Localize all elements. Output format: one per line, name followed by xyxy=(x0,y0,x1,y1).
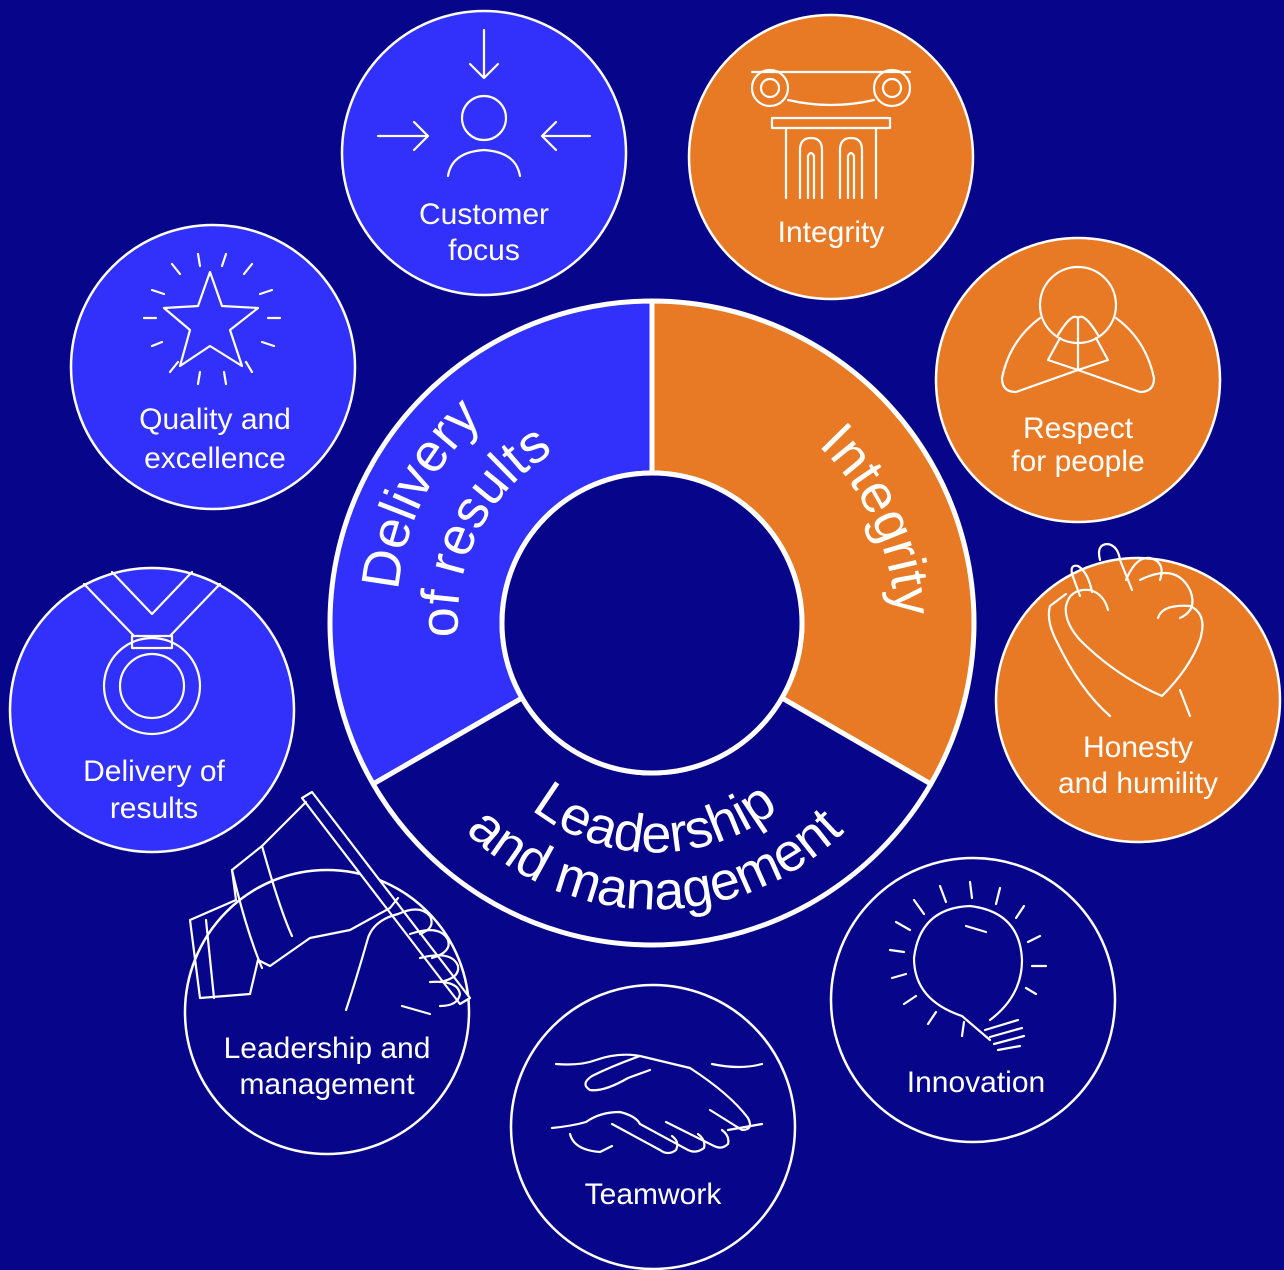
value-circle xyxy=(687,13,975,301)
hand-heart-icon xyxy=(1047,542,1204,718)
value-label-line-2: excellence xyxy=(144,442,286,475)
column-icon xyxy=(750,68,912,200)
value-customer-focus: Customer focus xyxy=(340,9,628,297)
value-leadership-and-management: Leadership and management xyxy=(183,790,472,1156)
value-label-line-1: Quality and xyxy=(139,403,291,436)
value-label-line-1: Respect xyxy=(1023,412,1134,445)
value-circle xyxy=(934,236,1222,524)
value-teamwork: Teamwork xyxy=(509,983,797,1270)
value-label-line-1: Leadership and xyxy=(224,1032,431,1065)
value-quality-and-excellence: Quality and excellence xyxy=(69,223,357,511)
value-circle xyxy=(829,856,1117,1144)
person-arrows-icon xyxy=(376,28,592,178)
shining-star-icon xyxy=(142,252,282,386)
value-circle xyxy=(69,223,357,511)
value-label-line-1: Integrity xyxy=(778,216,885,249)
value-innovation: Innovation xyxy=(829,856,1117,1144)
medal-icon xyxy=(82,570,222,736)
value-circle xyxy=(183,868,471,1156)
wheel-hub xyxy=(499,470,805,776)
value-label-line-1: Customer xyxy=(419,198,549,231)
value-label-line-2: results xyxy=(110,792,198,825)
value-label-line-1: Delivery of xyxy=(83,755,225,788)
value-label-line-2: management xyxy=(239,1068,415,1101)
praying-hands-icon xyxy=(1000,265,1156,394)
value-circle xyxy=(509,983,797,1270)
value-label-line-1: Teamwork xyxy=(585,1178,723,1211)
value-label-line-2: for people xyxy=(1011,445,1144,478)
value-integrity: Integrity xyxy=(687,13,975,301)
value-label-line-2: and humility xyxy=(1058,767,1218,800)
value-label-line-1: Honesty xyxy=(1083,731,1193,764)
value-circle xyxy=(8,566,296,854)
value-respect-for-people: Respect for people xyxy=(934,236,1222,524)
value-delivery-of-results: Delivery of results xyxy=(8,566,296,854)
values-wheel: Delivery of results Integrity Leadership… xyxy=(327,298,977,948)
value-honesty-and-humility: Honesty and humility xyxy=(994,542,1282,844)
value-label-line-2: focus xyxy=(448,234,520,267)
value-circle xyxy=(994,556,1282,844)
value-circle xyxy=(340,9,628,297)
handshake-icon xyxy=(550,1053,764,1155)
lightbulb-icon xyxy=(888,880,1048,1052)
hand-flag-icon xyxy=(188,790,472,1016)
value-label-line-1: Innovation xyxy=(907,1066,1045,1099)
